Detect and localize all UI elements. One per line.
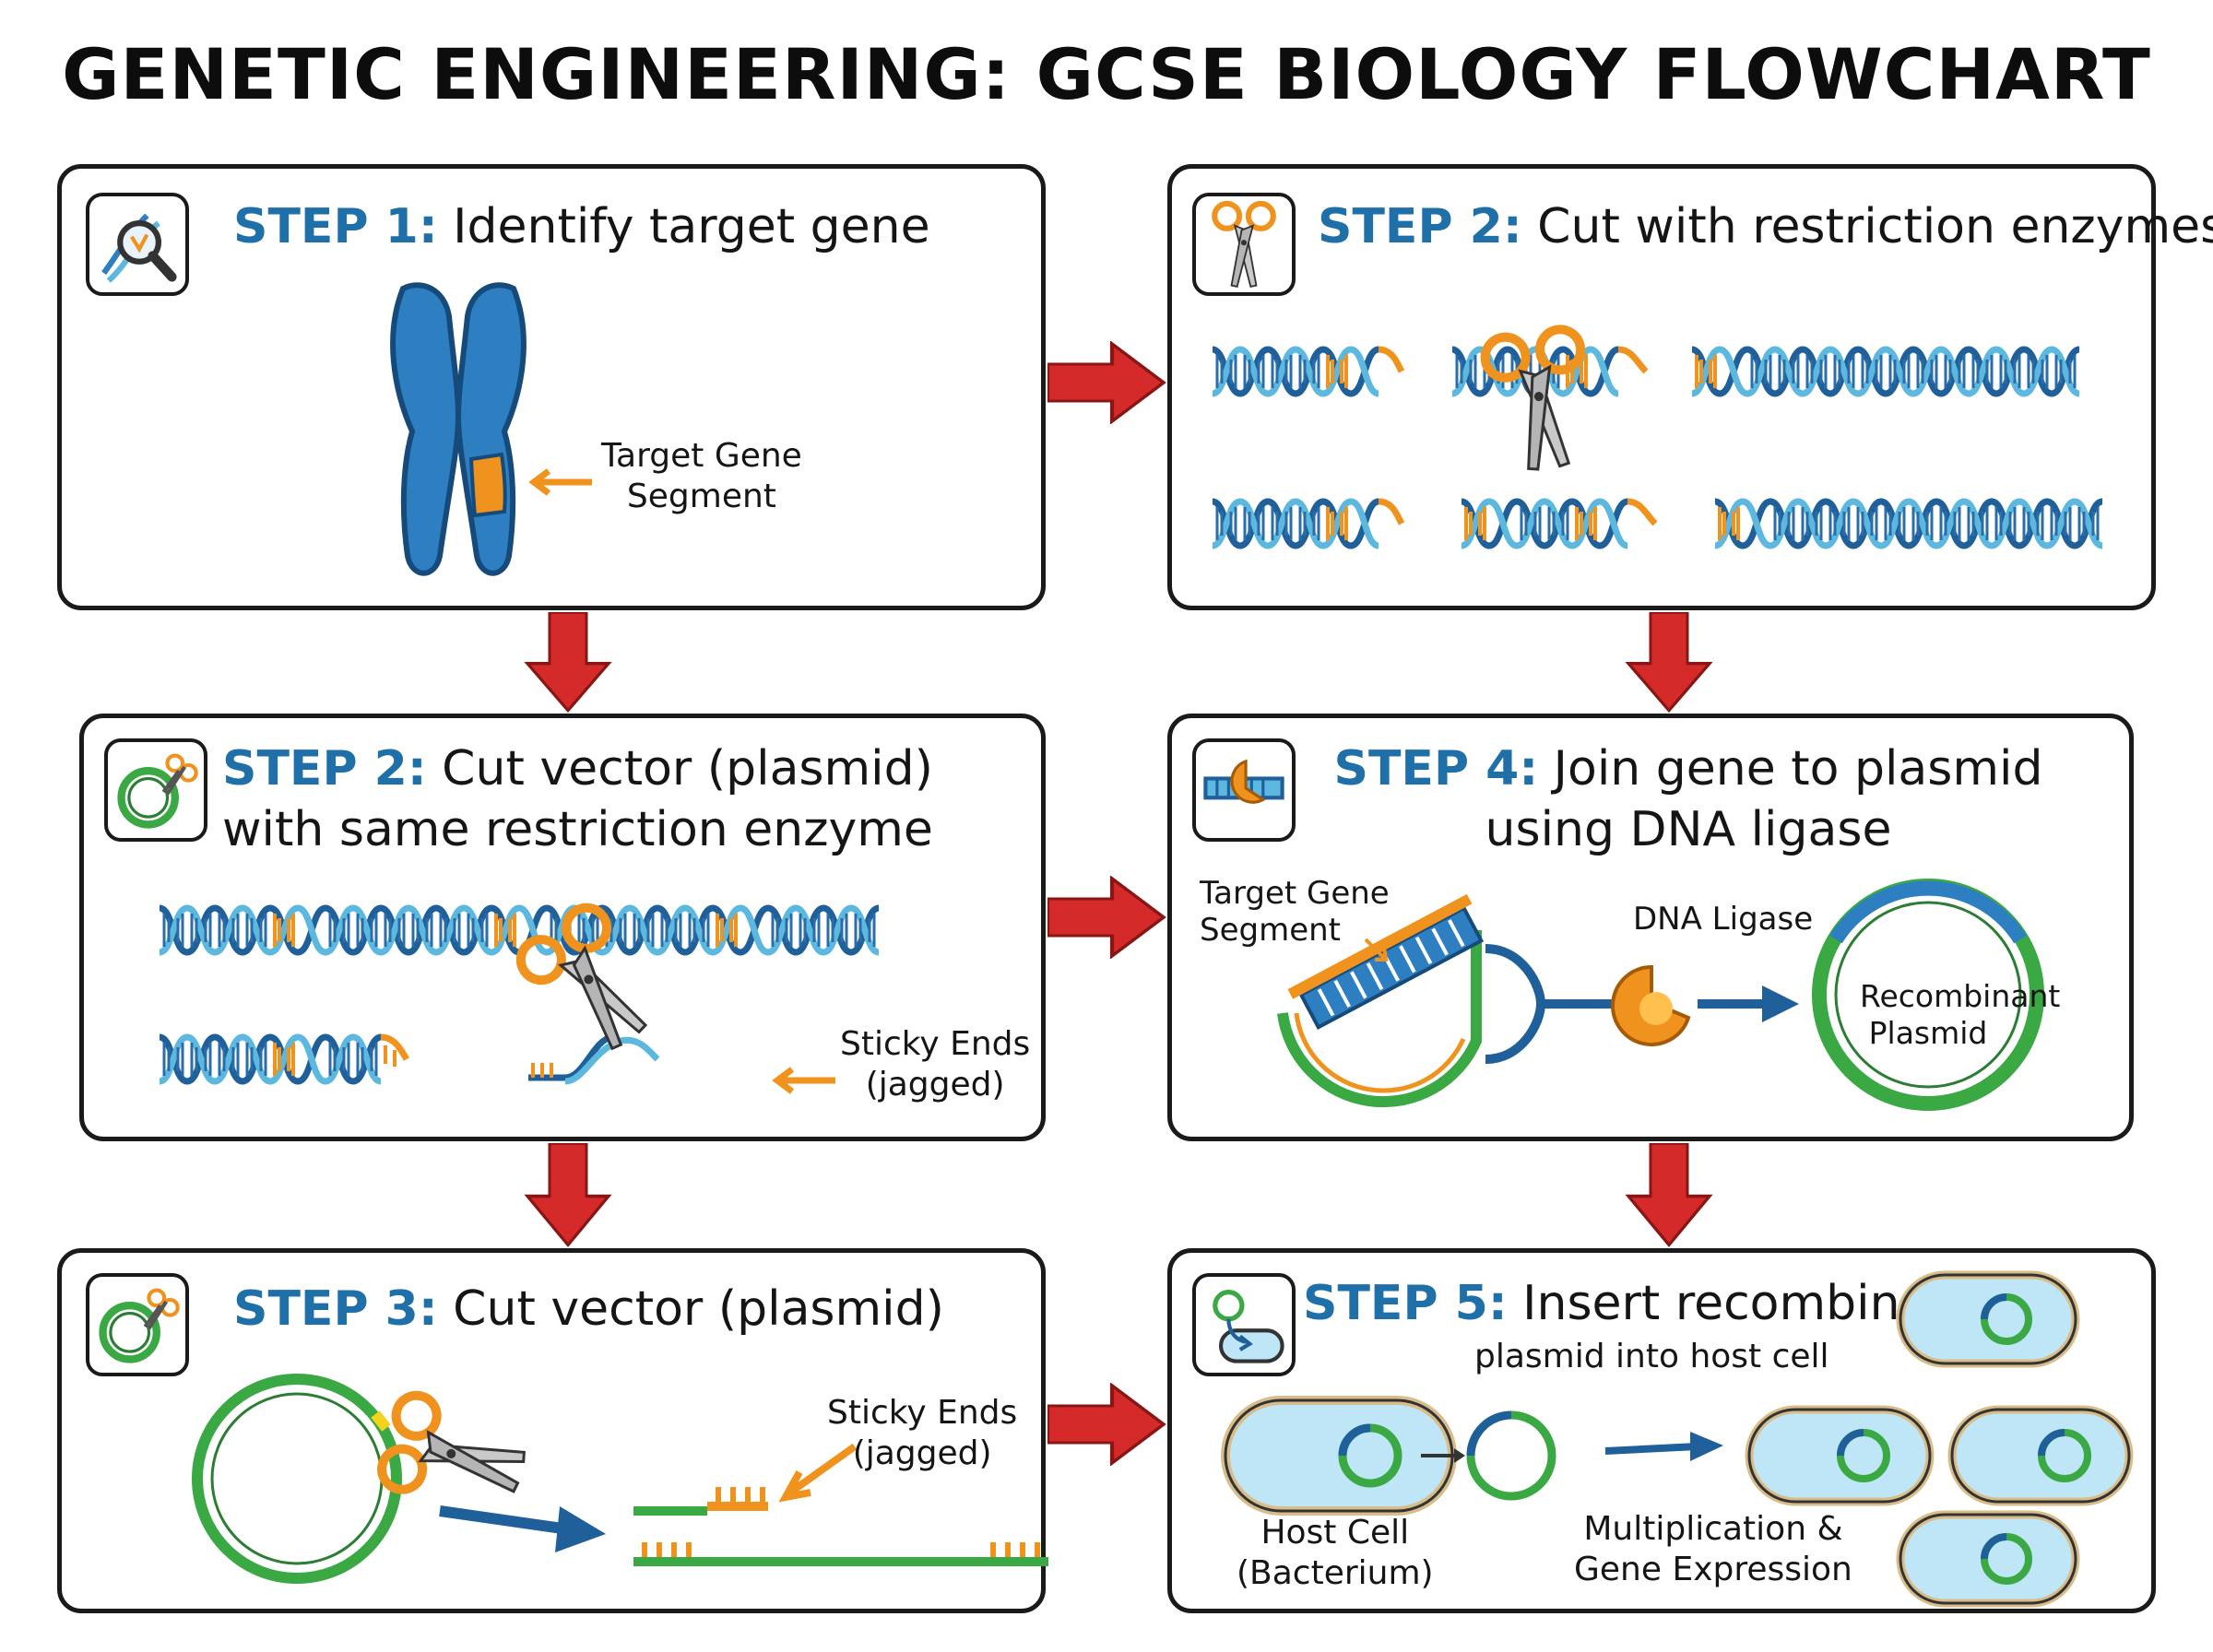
flow-arrow-right-1 xyxy=(1047,341,1167,424)
ligase-icon xyxy=(1192,738,1296,842)
host-cell-illustration xyxy=(1221,1270,2134,1608)
step2-heading: STEP 2: Cut with restriction enzymes xyxy=(1318,199,2213,254)
sticky-ends-label: Sticky Ends (jagged) xyxy=(840,1025,1031,1103)
step2b-heading: STEP 2: Cut vector (plasmid) with same r… xyxy=(222,741,933,857)
vector-cut-illustration xyxy=(160,884,934,1115)
flow-arrow-down-3 xyxy=(526,1143,610,1247)
chromosome-illustration xyxy=(390,282,527,576)
step3-box: STEP 3: Cut vector (plasmid) Sticky Ends… xyxy=(57,1248,1048,1613)
sticky-ends-label: Sticky Ends (jagged) xyxy=(827,1394,1018,1472)
bacterium-cell xyxy=(1947,1405,2134,1506)
step5-box: STEP 5: Insert recombinant plasmid into … xyxy=(1167,1248,2156,1613)
bacterium-cell xyxy=(1896,1270,2080,1368)
plasmid-cut-illustration xyxy=(192,1374,1048,1584)
step-text: Identify target gene xyxy=(453,199,930,254)
dna-magnifier-icon xyxy=(86,193,189,296)
bacterium-cell xyxy=(1896,1510,2080,1608)
step1-box: STEP 1: Identify target gene Target Gene… xyxy=(57,164,1046,610)
recombinant-plasmid-label: Recombinant Plasmid xyxy=(1860,978,2061,1051)
flow-arrow-right-2 xyxy=(1047,876,1167,959)
dna-ligase-label: DNA Ligase xyxy=(1633,901,1814,938)
scissors-icon xyxy=(1192,193,1296,296)
step4-box: STEP 4: Join gene to plasmid using DNA l… xyxy=(1167,714,2134,1141)
plasmid-scissors-icon xyxy=(104,738,207,842)
host-cell-label: Host Cell (Bacterium) xyxy=(1237,1514,1434,1592)
flow-arrow-down-4 xyxy=(1627,1143,1711,1247)
page-title: GENETIC ENGINEERING: GCSE BIOLOGY FLOWCH… xyxy=(62,33,2151,115)
target-gene-segment-label: Target Gene Segment xyxy=(1200,875,1390,949)
annotation-arrow xyxy=(528,468,592,496)
annotation-arrow xyxy=(772,1067,835,1094)
step2b-box: STEP 2: Cut vector (plasmid) with same r… xyxy=(79,714,1046,1141)
flow-arrow-right-3 xyxy=(1047,1383,1167,1466)
bacterium-insert-icon xyxy=(1192,1273,1296,1376)
step-label: STEP 1: xyxy=(233,199,438,254)
step5-subtext: plasmid into host cell xyxy=(1474,1338,1829,1375)
ligation-illustration xyxy=(1277,879,2044,1111)
target-gene-label: Target Gene Segment xyxy=(601,437,802,515)
multiplication-label: Multiplication & Gene Expression xyxy=(1574,1510,1852,1588)
bacterium-cell xyxy=(1745,1405,1935,1506)
dna-cut-illustration xyxy=(1213,270,2116,602)
step4-heading: STEP 4: Join gene to plasmid using DNA l… xyxy=(1333,741,2043,857)
plasmid-scissors-icon xyxy=(86,1273,189,1376)
flow-arrow-down-2 xyxy=(1627,612,1711,713)
flow-arrow-down-1 xyxy=(526,612,610,713)
step1-heading: STEP 1: Identify target gene xyxy=(233,196,930,257)
step3-heading: STEP 3: Cut vector (plasmid) xyxy=(233,1281,944,1337)
step2-box: STEP 2: Cut with restriction enzymes xyxy=(1167,164,2213,610)
